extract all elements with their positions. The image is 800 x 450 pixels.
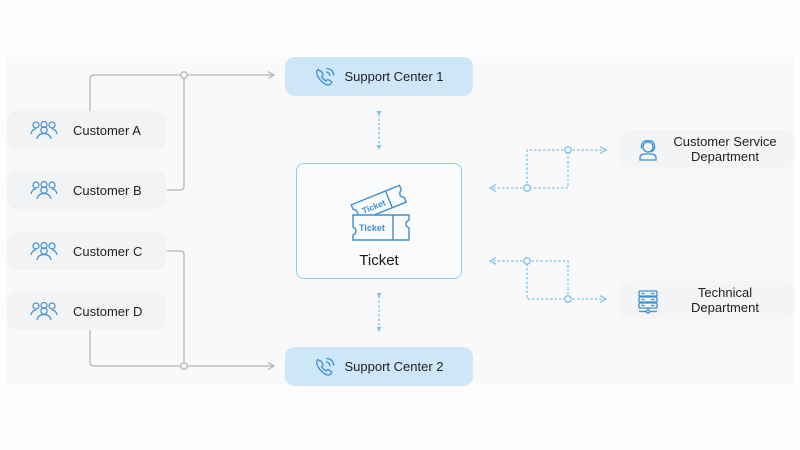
group-icon (29, 119, 59, 141)
customer-label: Customer A (73, 122, 141, 138)
group-icon (29, 179, 59, 201)
ticket-node[interactable]: Ticket Ticket Ticket (296, 163, 462, 279)
department-label-line1: Customer Service (673, 134, 777, 149)
technical-department[interactable]: Technical Department (620, 281, 794, 319)
junction-dot (180, 362, 188, 370)
customer-label: Customer D (73, 303, 143, 319)
connector-customer-c (167, 250, 185, 366)
support-center-2[interactable]: Support Center 2 (285, 347, 473, 386)
customer-service-department[interactable]: Customer Service Department (620, 130, 794, 168)
connector-customer-d (89, 330, 274, 366)
customer-node-a[interactable]: Customer A (7, 111, 166, 149)
junction-dot (180, 71, 188, 79)
customer-label: Customer C (73, 243, 143, 259)
group-icon (29, 300, 59, 322)
junction-dot (523, 184, 531, 192)
tickets-icon: Ticket Ticket (347, 180, 413, 244)
junction-dot (523, 257, 531, 265)
connector-customer-a (89, 75, 274, 111)
ticket-label: Ticket (359, 252, 399, 269)
dashed-segment (526, 149, 569, 189)
support-center-label: Support Center 1 (344, 69, 444, 84)
connector-customer-b (167, 75, 185, 191)
phone-icon (314, 356, 336, 378)
department-label-line1: Technical (697, 285, 753, 300)
server-icon (637, 290, 659, 314)
junction-dot (564, 295, 572, 303)
ticket-icon-text-front: Ticket (359, 223, 385, 233)
support-center-label: Support Center 2 (344, 359, 444, 374)
customer-label: Customer B (73, 182, 142, 198)
department-label-line2: Department (691, 149, 759, 164)
department-label-line2: Department (691, 300, 759, 315)
customer-node-c[interactable]: Customer C (7, 232, 166, 270)
group-icon (29, 240, 59, 262)
phone-icon (314, 66, 336, 88)
dashed-segment (526, 260, 569, 300)
headset-agent-icon (637, 139, 659, 161)
support-center-1[interactable]: Support Center 1 (285, 57, 473, 96)
junction-dot (564, 146, 572, 154)
customer-node-b[interactable]: Customer B (7, 171, 166, 209)
customer-node-d[interactable]: Customer D (7, 292, 166, 330)
